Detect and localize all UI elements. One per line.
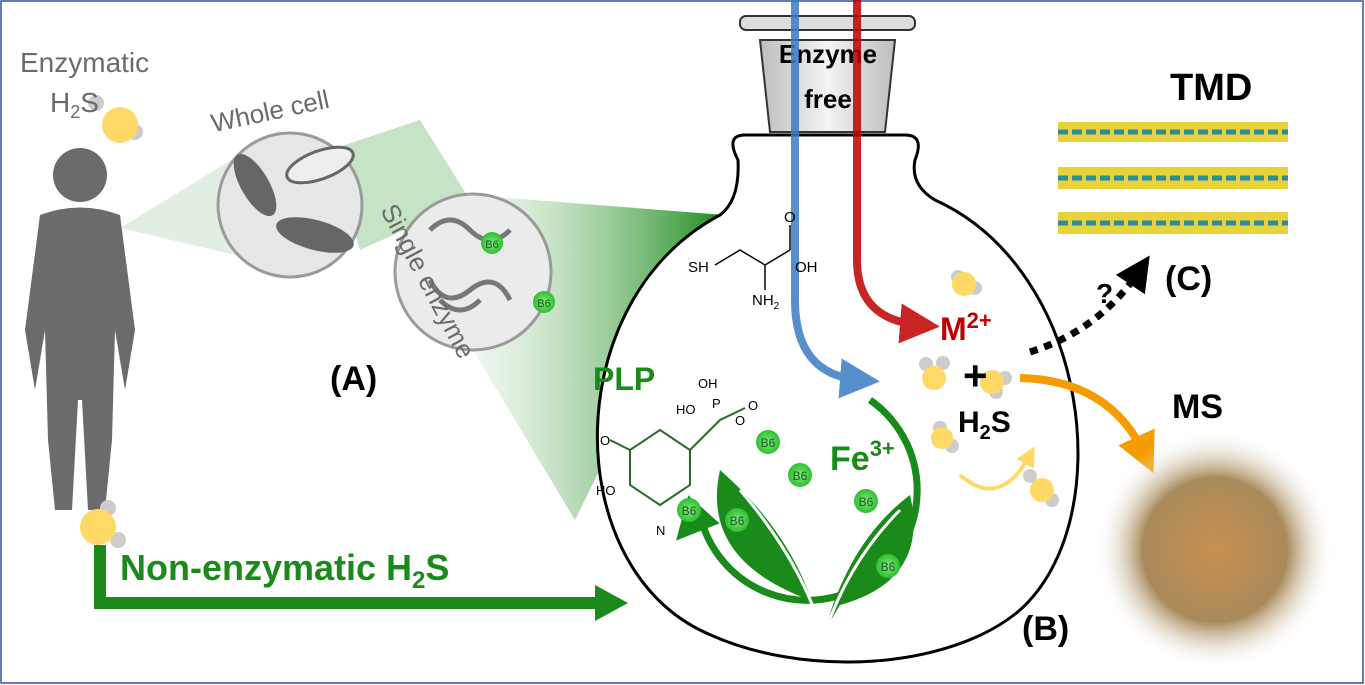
svg-text:O: O [784,209,796,226]
svg-text:B6: B6 [761,436,776,450]
b6-badge: B6 [485,239,498,251]
b6-badge: B6 [788,463,812,487]
red-inlet-arrow [853,0,940,344]
svg-text:HO: HO [676,402,696,417]
question-mark: ? [1096,278,1113,309]
orange-arrow-to-ms [1019,374,1155,474]
b6-badge: B6 [756,430,780,454]
non-enzymatic-label: Non-enzymatic H2S [120,547,449,594]
svg-text:OH: OH [698,376,718,391]
ms-nanoparticle-image [1095,430,1335,670]
metal-ion-label: M2+ [940,308,992,347]
h2s-molecule-icon [980,370,1012,399]
ms-label: MS [1172,388,1223,426]
svg-text:B6: B6 [730,514,745,528]
b6-badge: B6 [677,498,701,522]
svg-text:NH2: NH2 [752,292,780,312]
whole-cell-label: Whole cell [208,84,332,138]
dotted-arrow-to-tmd [1028,255,1150,356]
svg-text:O: O [748,398,758,413]
svg-text:B6: B6 [881,560,896,574]
h2s-molecule-icon [931,421,959,453]
svg-text:N: N [656,523,665,538]
panel-c-label: (C) [1165,260,1212,298]
svg-text:B6: B6 [859,495,874,509]
svg-text:SH: SH [688,259,709,276]
b6-badge: B6 [876,554,900,578]
svg-text:O: O [600,433,610,448]
non-enzymatic-arrow [94,545,600,609]
single-enzyme-circle: B6 B6 [393,192,555,352]
b6-badge: B6 [854,489,878,513]
tmd-label: TMD [1170,67,1252,109]
h2s-molecule-icon [1023,469,1059,507]
svg-text:B6: B6 [793,469,808,483]
h2s-molecule-icon [88,95,143,143]
reaction-h2s-label: H2S [958,406,1011,444]
h2s-molecule-icon [80,500,126,548]
svg-text:B6: B6 [682,504,697,518]
enzyme-free-label-2: free [804,84,852,114]
human-silhouette-icon [25,148,135,510]
h2s-molecule-icon [919,356,950,390]
cysteine-structure: SH O OH NH2 [688,209,818,312]
whole-cell-circle [216,131,364,279]
b6-badge: B6 [725,508,749,532]
plus-sign: + [963,352,988,399]
h2s-molecule-icon [951,270,982,296]
flask-stopper [739,15,916,31]
arrow-head-icon [595,585,628,621]
panel-a-label: (A) [330,360,377,398]
fe3-label: Fe3+ [830,436,895,478]
svg-text:OH: OH [795,259,818,276]
yellow-arrow [958,446,1035,491]
enzymatic-label: Enzymatic [20,47,149,78]
zoom-cone-enzyme [330,120,470,250]
plp-structure: OH HO P O O O HO N [596,376,758,538]
tmd-layers-image [1058,122,1288,234]
b6-badge: B6 [537,298,550,310]
svg-text:HO: HO [596,483,616,498]
enzymatic-h2s-label: H2S [50,87,99,122]
blue-inlet-arrow [791,0,880,399]
plp-label: PLP [593,361,655,397]
svg-text:O: O [735,413,745,428]
svg-text:P: P [712,396,721,411]
panel-b-label: (B) [1022,610,1069,648]
